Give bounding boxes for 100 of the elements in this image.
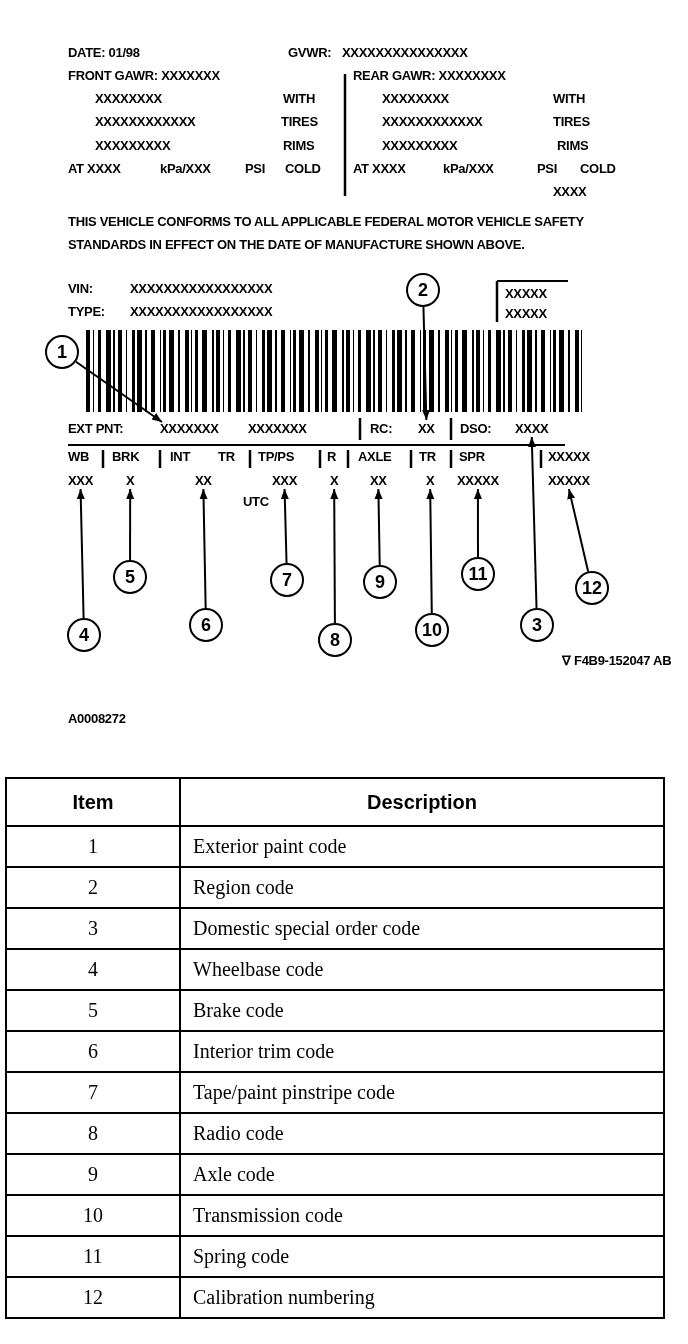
label-text: XXXXXXXXXXXX [95,113,196,130]
label-text: PSI [537,160,558,177]
label-text: AT XXXX [68,160,121,177]
callout-number: 6 [189,608,223,642]
label-text: XXXXX [548,448,590,465]
callout-number: 2 [406,273,440,307]
label-text: kPa/XXX [160,160,211,177]
leader-arrow [280,488,289,564]
label-text: EXT PNT: [68,420,124,437]
callout-number: 7 [270,563,304,597]
label-text: COLD [285,160,321,177]
label-text: XXXXX [505,305,547,322]
callout-number: 12 [575,571,609,605]
callout-number: 10 [415,613,449,647]
leader-arrow [76,488,85,619]
item-number-cell: 4 [6,949,180,990]
leader-arrow [528,436,538,609]
item-number-cell: 7 [6,1072,180,1113]
label-text: RIMS [557,137,589,154]
label-text: TIRES [281,113,318,130]
code-value: X [426,472,435,489]
label-text: ∇ F4B9-152047 AB [562,652,672,669]
description-cell: Spring code [180,1236,664,1277]
callout-number: 11 [461,557,495,591]
label-text: COLD [580,160,616,177]
code-value: XXX [68,472,94,489]
description-cell: Tape/paint pinstripe code [180,1072,664,1113]
label-text: SPR [459,448,485,465]
leader-arrow [422,306,431,421]
leader-arrow [199,488,208,609]
code-value: XXXXXXX [160,420,219,437]
label-text: FRONT GAWR: XXXXXXX [68,67,220,84]
item-number-cell: 11 [6,1236,180,1277]
label-text: GVWR: [288,44,332,61]
description-cell: Region code [180,867,664,908]
label-text: TIRES [553,113,590,130]
item-number-cell: 10 [6,1195,180,1236]
label-text: XXXX [553,183,587,200]
table-header-cell: Item [6,778,180,826]
label-text: XXXXXXXXX [95,137,171,154]
code-value: XXXXX [548,472,590,489]
label-text: AT XXXX [353,160,406,177]
description-cell: Wheelbase code [180,949,664,990]
description-cell: Radio code [180,1113,664,1154]
label-text: INT [170,448,191,465]
code-value: XX [418,420,435,437]
item-number-cell: 8 [6,1113,180,1154]
leader-arrow [426,488,435,614]
figure-code: A0008272 [68,710,126,727]
label-text: WB [68,448,90,465]
conformance-statement: THIS VEHICLE CONFORMS TO ALL APPLICABLE FEDERAL MOTOR VEHICLE SAFETY STANDARDS IN EFFECT ON THE DATE OF MANUFACTURE SHOWN ABOVE. [68,213,585,254]
label-text: BRK [112,448,140,465]
label-text: kPa/XXX [443,160,494,177]
code-value: X [126,472,135,489]
leader-arrow [74,360,163,423]
item-number-cell: 6 [6,1031,180,1072]
label-text: XXXXXXXXXXXX [382,113,483,130]
description-cell: Brake code [180,990,664,1031]
label-text: TR [419,448,436,465]
label-text: XXXXXXXX [382,90,449,107]
description-cell: Domestic special order code [180,908,664,949]
code-value: XX [370,472,387,489]
description-cell: Calibration numbering [180,1277,664,1318]
item-number-cell: 12 [6,1277,180,1318]
label-text: XXXXX [505,285,547,302]
callout-number: 4 [67,618,101,652]
code-value: XXX [272,472,298,489]
item-number-cell: 9 [6,1154,180,1195]
label-text: XXXXXXXXX [382,137,458,154]
callout-number: 1 [45,335,79,369]
leader-arrow [374,488,383,566]
label-text: AXLE [358,448,392,465]
label-text: TR [218,448,235,465]
table-header-cell: Description [180,778,664,826]
label-text: XXXXXXXXXXXXXXXXX [130,280,273,297]
label-text: RIMS [283,137,315,154]
label-text: XXXXXXXXXXXXXXXXX [130,303,273,320]
description-cell: Interior trim code [180,1031,664,1072]
label-text: XXXXXXXX [95,90,162,107]
item-number-cell: 5 [6,990,180,1031]
leader-arrow [567,488,590,573]
callout-number: 3 [520,608,554,642]
code-value: X [330,472,339,489]
item-number-cell: 3 [6,908,180,949]
code-value: XXXXX [457,472,499,489]
label-text: PSI [245,160,266,177]
label-text: XXXXXXX [248,420,307,437]
label-text: UTC [243,493,269,510]
callout-number: 5 [113,560,147,594]
description-cell: Axle code [180,1154,664,1195]
leader-arrow [330,488,339,624]
label-text: VIN: [68,280,93,297]
label-text: DATE: 01/98 [68,44,140,61]
code-value: XX [195,472,212,489]
label-text: TYPE: [68,303,105,320]
label-text: WITH [553,90,585,107]
label-text: XXXXXXXXXXXXXXX [342,44,468,61]
label-text: REAR GAWR: XXXXXXXX [353,67,506,84]
callout-number: 9 [363,565,397,599]
description-cell: Exterior paint code [180,826,664,867]
